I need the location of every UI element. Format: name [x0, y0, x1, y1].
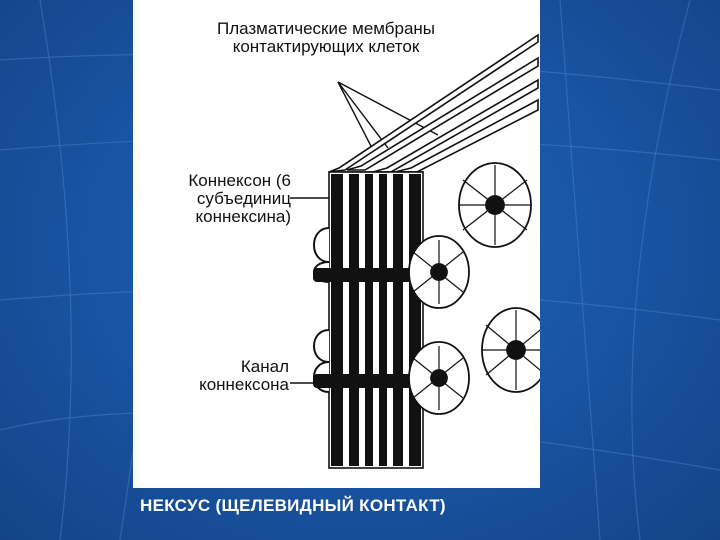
connexon-label: Коннексон (6 субъединиц коннексина) [188, 171, 291, 226]
nexus-diagram [290, 33, 540, 469]
slide-caption: НЕКСУС (ЩЕЛЕВИДНЫЙ КОНТАКТ) [140, 496, 446, 515]
membranes-label: Плазматические мембраны контактирующих к… [216, 19, 436, 56]
membrane-pointer-lines [337, 81, 439, 151]
channel-label: Канал коннексона [199, 357, 289, 394]
diagram-panel: Плазматические мембраны контактирующих к… [133, 0, 540, 488]
membrane-stripes [328, 171, 424, 469]
connexon-rosettes-near [408, 235, 470, 415]
connexon-rosettes-free [458, 162, 540, 393]
connexon-bumps-left [313, 227, 330, 393]
